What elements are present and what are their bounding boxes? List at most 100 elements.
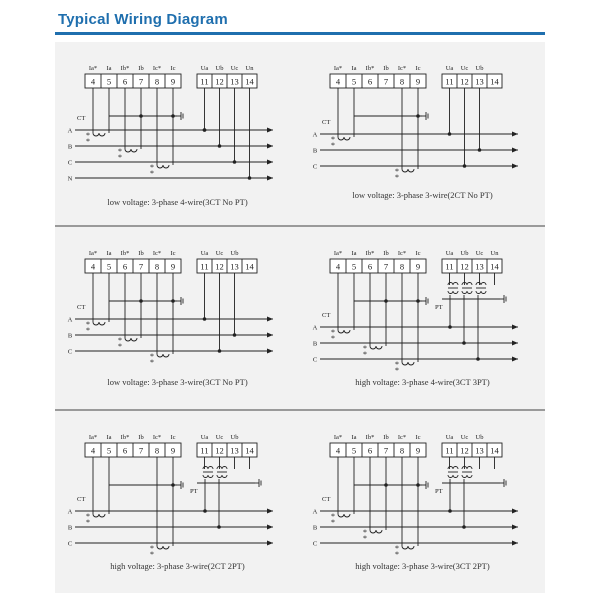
polarity-mark: * [150,163,154,172]
voltage-terminal-label: Ub [216,65,224,72]
ct-coil [369,345,383,350]
current-terminal-number: 8 [400,77,404,87]
voltage-terminal-number: 12 [460,262,469,272]
current-terminal-label: Ic* [153,250,161,257]
page-header: Typical Wiring Diagram [55,8,545,35]
diagram-caption: high voltage: 3-phase 3-wire(2CT 2PT) [110,561,245,571]
polarity-mark: * [86,326,90,335]
pt-winding [447,466,459,470]
arrow-head [512,540,518,546]
current-terminal-number: 7 [384,77,388,87]
diagram-caption: low voltage: 3-phase 3-wire(2CT No PT) [352,190,493,200]
voltage-terminal-number: 12 [215,446,224,456]
voltage-terminal-number: 13 [230,262,239,272]
row-separator-2 [55,409,545,411]
current-terminal-label: Ia* [89,434,97,441]
polarity-mark: * [86,320,90,329]
current-terminal-number: 5 [352,77,356,87]
current-terminal-label: Ia [351,250,356,257]
junction-dot [202,317,207,321]
current-terminal-number: 5 [352,262,356,272]
phase-label: A [313,132,318,139]
current-terminal-number: 4 [336,262,341,272]
arrow-head [512,324,518,330]
arrow-head [512,524,518,530]
pt-winding [216,466,228,470]
junction-dot [448,325,452,329]
arrow-head [267,143,273,149]
pt-winding [202,474,214,478]
voltage-terminal-number: 11 [200,262,208,272]
ct-coil [124,148,138,153]
voltage-terminal-label: Ua [201,250,209,257]
current-terminal-number: 9 [416,77,420,87]
voltage-terminal-label: Uc [476,250,484,257]
current-terminal-label: Ic [415,65,420,72]
junction-dot [217,525,221,529]
polarity-mark: * [331,328,335,337]
phase-label: B [68,144,73,151]
arrow-head [267,127,273,133]
voltage-terminal-label: Ua [446,65,454,72]
current-terminal-label: Ib [383,250,388,257]
voltage-terminal-number: 14 [245,446,254,456]
voltage-terminal-label: Uc [461,434,469,441]
page-title: Typical Wiring Diagram [58,11,228,28]
voltage-terminal-number: 11 [200,446,208,456]
junction-dot [232,160,237,164]
current-terminal-label: Ib* [366,65,375,72]
ct-coil [92,132,106,137]
polarity-mark: * [363,350,367,359]
voltage-terminal-number: 14 [490,446,499,456]
current-terminal-label: Ia* [334,250,342,257]
polarity-mark: * [331,141,335,150]
phase-label: C [313,164,317,171]
title-underline [55,32,545,35]
pt-winding [202,466,214,470]
current-terminal-number: 4 [91,262,96,272]
polarity-mark: * [395,544,399,553]
arrow-head [267,175,273,181]
current-terminal-label: Ia* [89,250,97,257]
phase-label: A [68,317,73,324]
junction-dot [217,144,222,148]
phase-label: B [68,525,73,532]
current-terminal-label: Ia* [89,65,97,72]
current-terminal-number: 9 [416,262,420,272]
polarity-mark: * [118,342,122,351]
polarity-mark: * [86,512,90,521]
ct-label: CT [77,304,85,311]
current-terminal-number: 4 [336,446,341,456]
voltage-terminal-number: 13 [475,446,484,456]
polarity-mark: * [395,366,399,375]
diagram-caption: high voltage: 3-phase 3-wire(3CT 2PT) [355,561,490,571]
voltage-terminal-label: Ub [231,434,239,441]
junction-dot [247,176,252,180]
current-terminal-label: Ia [106,65,111,72]
polarity-mark: * [331,518,335,527]
current-terminal-label: Ib [138,65,143,72]
current-terminal-label: Ic* [153,65,161,72]
polarity-mark: * [150,169,154,178]
polarity-mark: * [86,137,90,146]
current-terminal-number: 6 [123,77,127,87]
junction-dot [476,357,480,361]
current-terminal-label: Ic [170,434,175,441]
junction-dot [462,525,466,529]
voltage-terminal-label: Un [491,250,500,257]
voltage-terminal-number: 13 [475,262,484,272]
voltage-terminal-label: Ua [201,65,209,72]
voltage-terminal-number: 13 [475,77,484,87]
current-terminal-number: 8 [155,446,159,456]
ct-coil [156,164,170,169]
voltage-terminal-number: 11 [445,262,453,272]
phase-label: C [68,160,72,167]
current-terminal-number: 7 [139,77,143,87]
current-terminal-label: Ib [383,434,388,441]
arrow-head [512,147,518,153]
current-terminal-label: Ic [170,65,175,72]
